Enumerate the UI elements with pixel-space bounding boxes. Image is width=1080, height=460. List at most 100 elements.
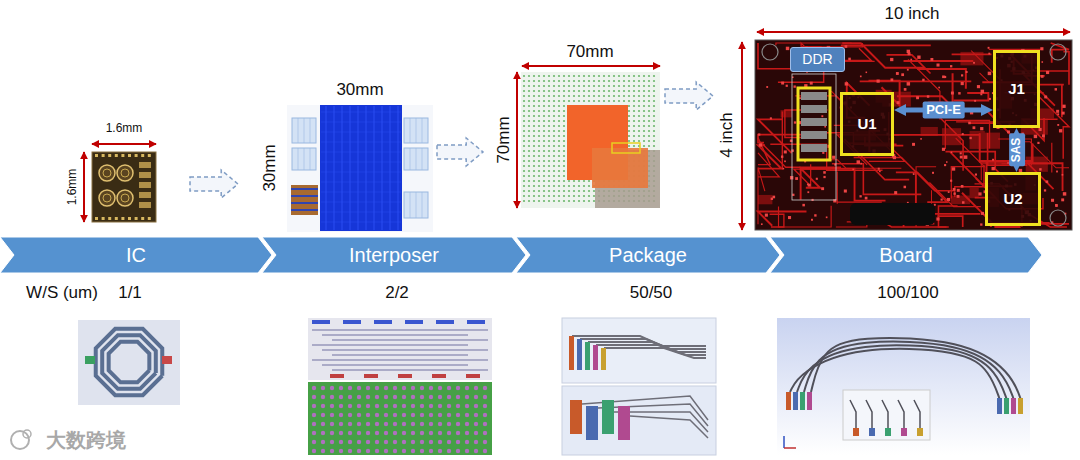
package-ball <box>573 100 575 102</box>
chevron-fill <box>262 237 526 273</box>
board-pad <box>802 204 805 207</box>
board-trace <box>776 43 852 45</box>
package-ball <box>568 85 570 87</box>
package-ball <box>598 90 600 92</box>
axis-mark <box>783 436 785 448</box>
interposer-view-via <box>393 404 397 408</box>
interposer-view-via <box>393 431 397 435</box>
interposer-grid <box>342 106 343 230</box>
board-pad <box>1062 105 1065 108</box>
dimension-label: 1.6mm <box>66 169 80 206</box>
package-ball <box>523 130 525 132</box>
interposer-view-via <box>447 395 451 399</box>
board-pad <box>772 196 775 199</box>
interposer-view-via <box>339 422 343 426</box>
package-ball <box>653 75 655 77</box>
package-ball <box>553 105 555 107</box>
package-ball <box>543 155 545 157</box>
package-ball <box>633 125 635 127</box>
interposer-view-pad <box>467 320 485 324</box>
memory-chip <box>801 144 827 152</box>
board-view-via <box>786 392 791 410</box>
interposer-view-via <box>384 413 388 417</box>
board-view-trace <box>866 400 872 432</box>
package-ball <box>543 200 545 202</box>
die-pad <box>102 154 105 157</box>
package-ball <box>553 175 555 177</box>
board-pad <box>950 65 952 67</box>
board-trace <box>952 54 992 56</box>
interposer-view-via <box>420 440 424 444</box>
board-trace <box>782 112 783 170</box>
interposer-view-via <box>339 395 343 399</box>
package-ball <box>553 110 555 112</box>
package-ball <box>523 105 525 107</box>
package-ball <box>578 195 580 197</box>
dimension-label: 70mm <box>494 116 514 163</box>
interposer-view-via <box>375 449 379 453</box>
package-ball <box>538 155 540 157</box>
board-layout <box>755 40 1072 230</box>
package-ball <box>538 75 540 77</box>
package-ball <box>563 135 565 137</box>
package-ball <box>543 140 545 142</box>
package-ball <box>633 85 635 87</box>
board-pad <box>944 76 946 78</box>
package-ball <box>648 80 650 82</box>
package-ball <box>563 170 565 172</box>
package-ball <box>643 135 645 137</box>
board-pad <box>953 188 956 191</box>
die-pad <box>121 217 124 220</box>
board-trace <box>779 206 832 227</box>
interposer-view-via <box>465 413 469 417</box>
package-ball <box>553 150 555 152</box>
interposer-grid <box>422 118 423 143</box>
package-ball <box>578 90 580 92</box>
interposer-view-via <box>456 422 460 426</box>
package-ball <box>558 120 560 122</box>
board-pad <box>794 121 796 123</box>
package-ball <box>648 105 650 107</box>
interposer-view-via <box>375 422 379 426</box>
interposer-view-via <box>402 431 406 435</box>
package-ball <box>618 80 620 82</box>
interposer-view-via <box>348 404 352 408</box>
interposer-view-via <box>375 413 379 417</box>
die-inductor <box>99 165 115 181</box>
board-pad <box>826 216 828 218</box>
package-ball <box>548 130 550 132</box>
board-pad <box>981 212 984 215</box>
die-block <box>139 202 151 208</box>
interposer-view-pad <box>374 320 392 324</box>
interposer-view-via <box>339 413 343 417</box>
package-ball <box>543 135 545 137</box>
package-ball <box>548 140 550 142</box>
board-pad <box>890 58 893 61</box>
package-ball <box>628 120 630 122</box>
package-ball <box>603 100 605 102</box>
package-ball <box>553 185 555 187</box>
package-ball <box>648 100 650 102</box>
board-pad <box>821 187 824 190</box>
interposer-view-via <box>420 395 424 399</box>
package-layout <box>521 72 660 208</box>
stage-chevron: IC <box>0 237 272 273</box>
interposer-view-via <box>429 440 433 444</box>
interposer-view-via <box>321 440 325 444</box>
package-ball <box>563 190 565 192</box>
board-trace <box>938 206 957 227</box>
package-ball <box>533 195 535 197</box>
dimension-line <box>741 42 743 230</box>
interposer-stripe <box>291 209 318 211</box>
package-ball <box>533 95 535 97</box>
interposer-view-via <box>420 422 424 426</box>
package-ball <box>528 175 530 177</box>
package-ball <box>523 185 525 187</box>
board-pad <box>1061 198 1064 201</box>
board-pad <box>823 171 826 174</box>
interposer-view-via <box>483 395 487 399</box>
package-ball <box>653 145 655 147</box>
interposer-view-via <box>339 449 343 453</box>
mounting-hole <box>762 44 778 60</box>
package-ball <box>558 110 560 112</box>
